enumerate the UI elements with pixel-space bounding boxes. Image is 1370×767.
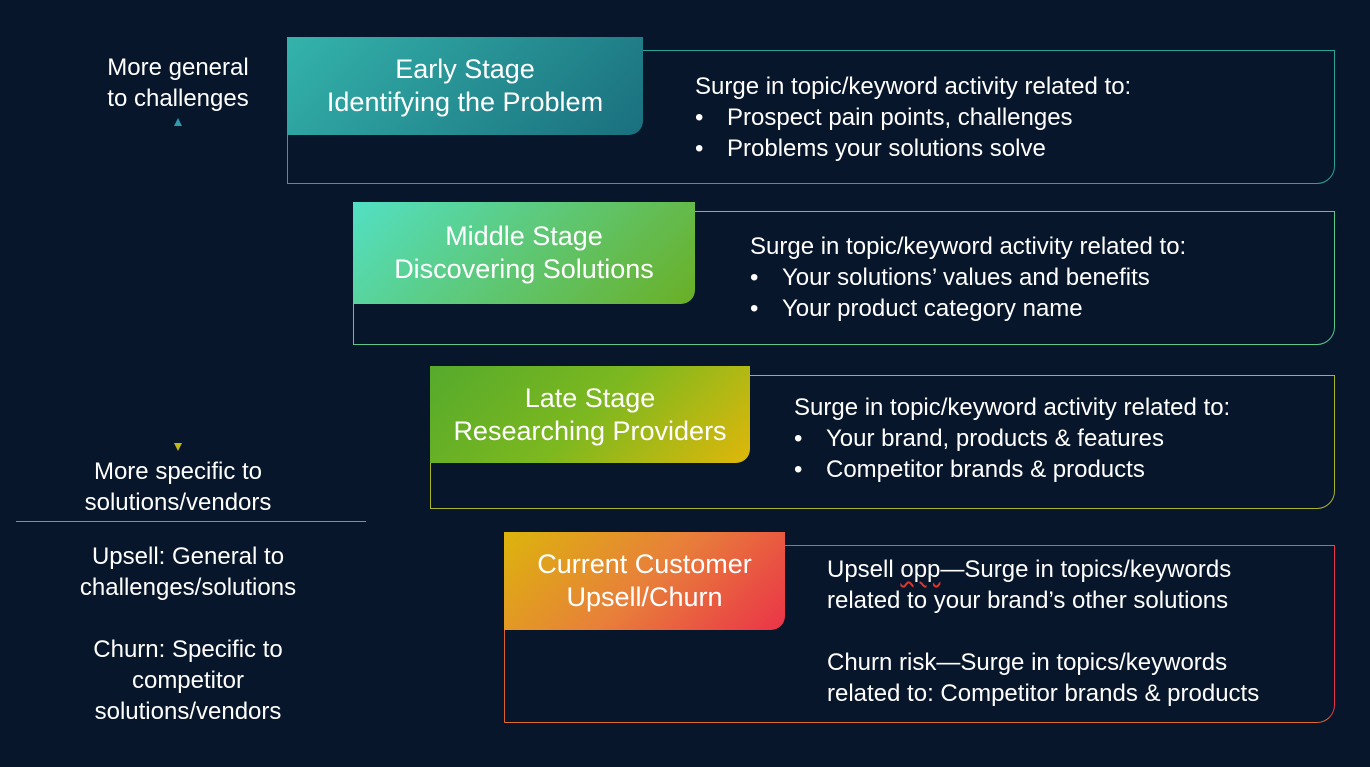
late-stage-subtitle: Researching Providers: [453, 415, 727, 446]
late-stage-bullet: Competitor brands & products: [794, 454, 1230, 485]
middle-stage-description: Surge in topic/keyword activity related …: [750, 231, 1186, 324]
early-stage-bullet: Problems your solutions solve: [695, 133, 1131, 164]
current-customer-box: [504, 545, 1335, 723]
specificity-arrow: [174, 118, 182, 451]
middle-stage-subtitle: Discovering Solutions: [394, 254, 654, 284]
current-customer-label: Current Customer Upsell/Churn: [504, 532, 785, 630]
early-stage-label: Early Stage Identifying the Problem: [287, 37, 643, 135]
middle-stage-bullet: Your solutions’ values and benefits: [750, 262, 1186, 293]
divider: [16, 521, 366, 522]
late-stage-label: Late Stage Researching Providers: [430, 366, 750, 463]
churn-note: Churn: Specific to competitor solutions/…: [93, 636, 283, 725]
upsell-note: Upsell: General to challenges/solutions: [79, 543, 297, 601]
middle-stage-bullet: Your product category name: [750, 293, 1186, 324]
late-stage-heading: Surge in topic/keyword activity related …: [794, 394, 1231, 421]
early-stage-title: Early Stage: [395, 54, 535, 84]
arrow-up-head: [174, 118, 182, 126]
arrow-down-head: [174, 443, 182, 451]
spellcheck-flag: opp: [900, 556, 941, 583]
early-stage-bullet: Prospect pain points, challenges: [695, 102, 1131, 133]
specific-label: More specific to solutions/vendors: [84, 458, 272, 516]
current-customer-title: Current Customer: [537, 549, 752, 579]
early-stage-heading: Surge in topic/keyword activity related …: [695, 73, 1132, 100]
upsell-opportunity-text: Upsell opp—Surge in topics/keywords: [827, 556, 1232, 583]
general-label: More general to challenges: [107, 54, 249, 112]
middle-stage-title: Middle Stage: [445, 221, 603, 251]
current-customer-description: Upsell opp—Surge in topics/keywords rela…: [827, 556, 1260, 707]
middle-stage-heading: Surge in topic/keyword activity related …: [750, 233, 1187, 260]
early-stage-subtitle: Identifying the Problem: [326, 87, 604, 117]
middle-stage-label: Middle Stage Discovering Solutions: [353, 202, 695, 304]
late-stage-bullet: Your brand, products & features: [794, 423, 1230, 454]
late-stage-title: Late Stage: [524, 382, 656, 413]
early-stage-description: Surge in topic/keyword activity related …: [695, 71, 1131, 164]
churn-risk-text: Churn risk—Surge in topics/keywords: [827, 649, 1228, 676]
late-stage-description: Surge in topic/keyword activity related …: [794, 392, 1230, 485]
current-customer-subtitle: Upsell/Churn: [566, 582, 723, 612]
